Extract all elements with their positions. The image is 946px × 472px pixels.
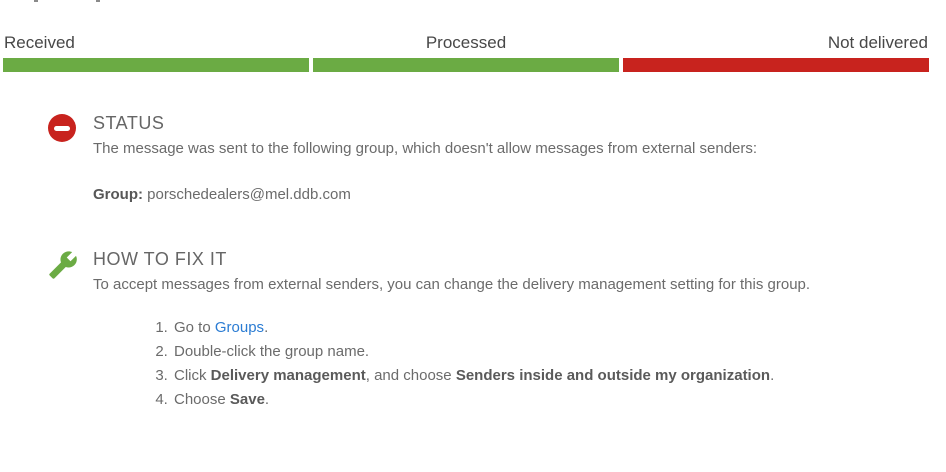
fix-step-3: Click Delivery management, and choose Se… xyxy=(172,364,929,388)
group-line: Group: porschedealers@mel.ddb.com xyxy=(93,184,929,206)
text-run: Choose xyxy=(174,391,230,408)
fix-step-1: Go to Groups. xyxy=(172,316,929,340)
tracker-segment-not-delivered xyxy=(623,58,929,72)
tracker-bar xyxy=(3,58,929,72)
status-heading: STATUS xyxy=(93,113,165,133)
wrench-icon xyxy=(49,251,77,279)
clipped-text-remnant xyxy=(34,0,38,2)
text-run: , and choose xyxy=(365,367,456,384)
blocked-icon-bar xyxy=(54,125,70,131)
text-run: . xyxy=(264,319,269,336)
fix-icon-column xyxy=(48,248,77,412)
bold-text-run: Senders inside and outside my organizati… xyxy=(455,367,771,384)
status-description: The message was sent to the following gr… xyxy=(93,140,758,157)
delivery-progress-tracker: Received Processed Not delivered xyxy=(3,32,929,72)
bold-text-run: Delivery management xyxy=(210,367,366,384)
fix-description: To accept messages from external senders… xyxy=(93,276,811,293)
text-run: Double-click the group name. xyxy=(174,343,370,360)
text-run: Go to xyxy=(174,319,215,336)
fix-body: HOW TO FIX IT To accept messages from ex… xyxy=(93,248,929,412)
tracker-label-not-delivered: Not delivered xyxy=(827,33,928,52)
how-to-fix-section: HOW TO FIX IT To accept messages from ex… xyxy=(48,248,929,412)
text-run: . xyxy=(264,391,270,408)
fix-step-2: Double-click the group name. xyxy=(172,340,929,364)
fix-steps-list: Go to Groups. Double-click the group name… xyxy=(93,316,929,412)
tracker-label-received: Received xyxy=(4,33,75,52)
tracker-labels: Received Processed Not delivered xyxy=(3,32,929,54)
fix-heading: HOW TO FIX IT xyxy=(93,249,227,269)
group-label: Group: xyxy=(93,186,143,203)
tracker-segment-processed xyxy=(313,58,619,72)
tracker-label-processed: Processed xyxy=(425,33,507,52)
blocked-icon xyxy=(48,114,76,142)
bold-text-run: Save xyxy=(229,391,265,408)
tracker-segment-received xyxy=(3,58,309,72)
status-icon-column xyxy=(48,112,76,206)
text-run: Click xyxy=(174,367,211,384)
group-value: porschedealers@mel.ddb.com xyxy=(147,186,351,203)
fix-step-4: Choose Save. xyxy=(172,388,929,412)
status-section: STATUS The message was sent to the follo… xyxy=(48,112,929,206)
text-run: . xyxy=(770,367,775,384)
groups-link[interactable]: Groups xyxy=(214,319,265,336)
clipped-text-remnant xyxy=(96,0,100,2)
status-body: STATUS The message was sent to the follo… xyxy=(93,112,929,206)
